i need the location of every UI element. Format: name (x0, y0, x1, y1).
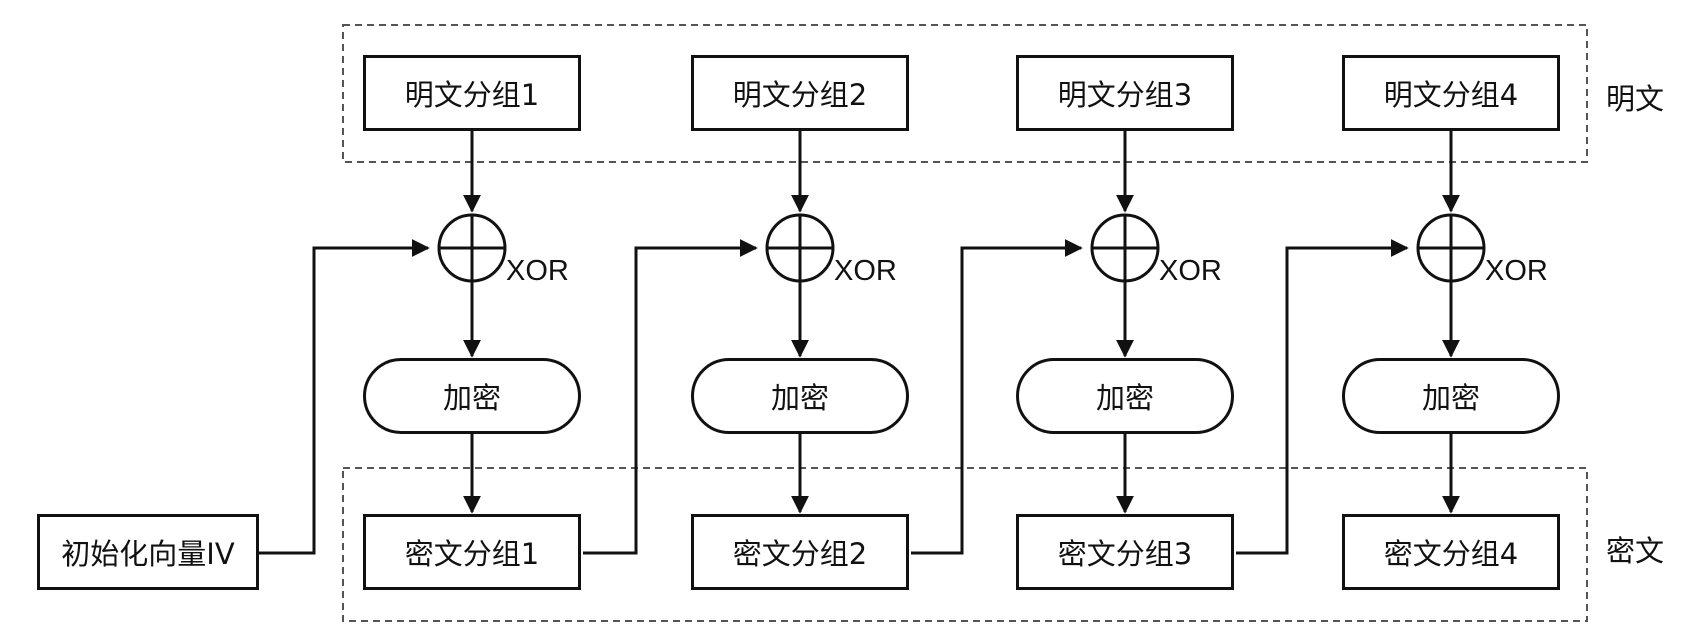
xor-label-4: XOR (1485, 255, 1548, 287)
ciphertext-block-2-label: 密文分组2 (732, 537, 868, 571)
iv-block: 初始化向量IV (37, 514, 259, 590)
plaintext-block-3: 明文分组3 (1016, 55, 1234, 131)
plaintext-block-1-label: 明文分组1 (404, 78, 540, 112)
ciphertext-block-4: 密文分组4 (1342, 514, 1560, 590)
ciphertext-block-1: 密文分组1 (363, 514, 581, 590)
encrypt-block-3: 加密 (1016, 358, 1234, 434)
ciphertext-group-frame (342, 467, 1588, 622)
ciphertext-block-2: 密文分组2 (691, 514, 909, 590)
xor-label-3: XOR (1159, 255, 1222, 287)
stage-4-connectors (1236, 131, 1486, 555)
encrypt-block-3-label: 加密 (1095, 381, 1154, 415)
encrypt-block-4: 加密 (1342, 358, 1560, 434)
plaintext-group-label: 明文 (1606, 82, 1665, 116)
ciphertext-block-3: 密文分组3 (1016, 514, 1234, 590)
ciphertext-block-3-label: 密文分组3 (1057, 537, 1193, 571)
encrypt-block-2-label: 加密 (770, 381, 829, 415)
encrypt-block-2: 加密 (691, 358, 909, 434)
stage-2-connectors (583, 131, 835, 555)
iv-block-label: 初始化向量IV (61, 537, 235, 571)
plaintext-block-1: 明文分组1 (363, 55, 581, 131)
stage-1-connectors (259, 131, 507, 555)
encrypt-block-1: 加密 (363, 358, 581, 434)
plaintext-group-frame (342, 24, 1588, 163)
plaintext-block-3-label: 明文分组3 (1057, 78, 1193, 112)
stage-3-connectors (911, 131, 1160, 555)
ciphertext-block-4-label: 密文分组4 (1383, 537, 1519, 571)
xor-label-2: XOR (834, 255, 897, 287)
xor-label-1: XOR (506, 255, 569, 287)
ciphertext-block-1-label: 密文分组1 (404, 537, 540, 571)
plaintext-block-4-label: 明文分组4 (1383, 78, 1519, 112)
plaintext-block-2: 明文分组2 (691, 55, 909, 131)
ciphertext-group-label: 密文 (1606, 534, 1665, 568)
encrypt-block-4-label: 加密 (1421, 381, 1480, 415)
plaintext-block-2-label: 明文分组2 (732, 78, 868, 112)
encrypt-block-1-label: 加密 (442, 381, 501, 415)
plaintext-block-4: 明文分组4 (1342, 55, 1560, 131)
